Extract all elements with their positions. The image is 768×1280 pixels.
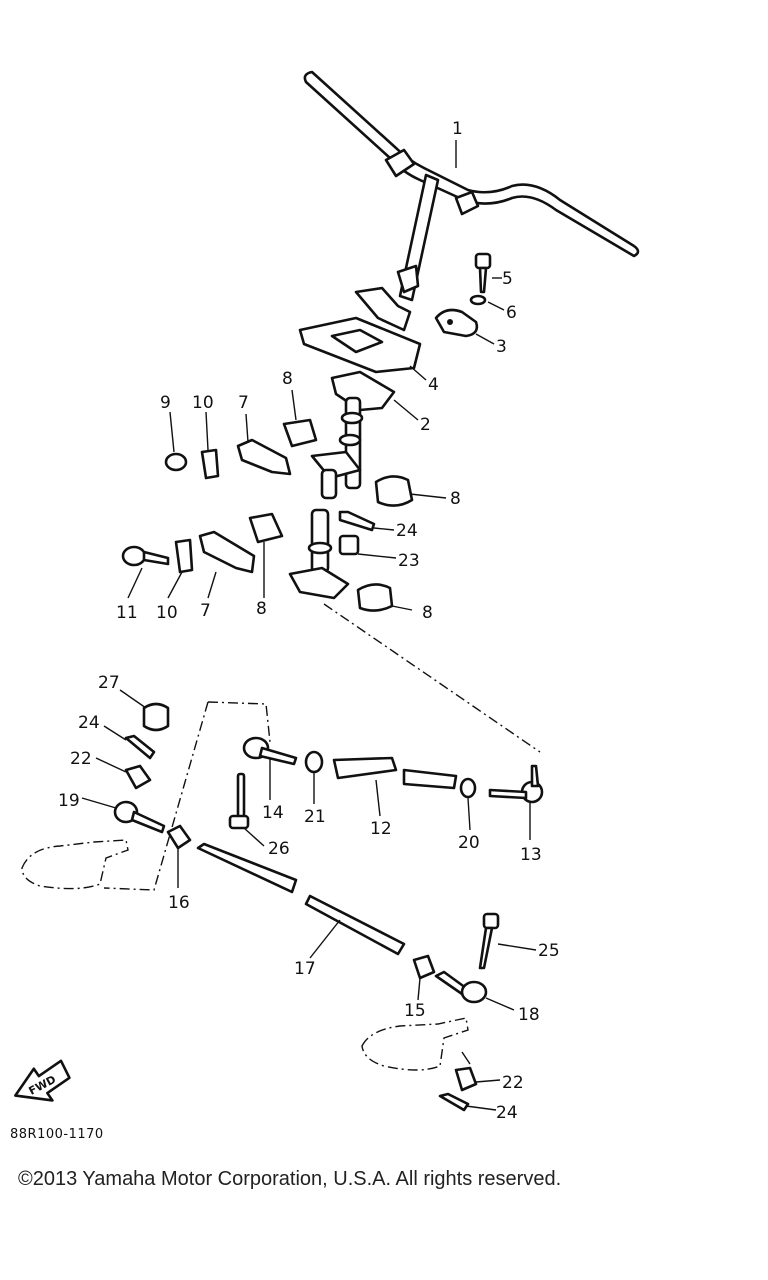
callout-9: 9 xyxy=(160,393,171,413)
rod-end-14-part xyxy=(242,736,298,766)
callout-1: 1 xyxy=(452,119,463,139)
steering-column-part xyxy=(310,370,396,500)
cap-27-part xyxy=(142,702,170,732)
callout-19: 19 xyxy=(58,791,80,811)
callout-16: 16 xyxy=(168,893,190,913)
callout-14: 14 xyxy=(262,803,284,823)
callout-8-b: 8 xyxy=(450,489,461,509)
callout-8-c: 8 xyxy=(256,599,267,619)
handle-clamp-part xyxy=(434,308,479,338)
callout-27: 27 xyxy=(98,673,120,693)
bolt-25-part xyxy=(478,912,500,970)
callout-23: 23 xyxy=(398,551,420,571)
diagram-code: 88R100-1170 xyxy=(10,1127,104,1142)
nut-21-part xyxy=(304,750,324,774)
fwd-arrow-icon: FWD xyxy=(14,1059,71,1102)
callout-25: 25 xyxy=(538,941,560,961)
nut-22-left-part xyxy=(124,764,152,790)
linkage-line-left xyxy=(207,701,271,743)
lower-column-part xyxy=(288,508,350,600)
callout-8-a: 8 xyxy=(282,369,293,389)
plate-10-lower-part xyxy=(174,538,194,574)
steering-exploded-diagram: 1 5 6 3 4 2 8 9 10 7 8 24 23 11 10 7 8 8… xyxy=(14,70,640,1123)
handle-holder-part xyxy=(298,316,422,374)
bolt-24-right-part xyxy=(438,1092,470,1112)
rod-end-18-part xyxy=(434,970,488,1004)
callout-22-b: 22 xyxy=(502,1073,524,1093)
nut-9-part xyxy=(164,452,188,472)
collar-8-lower-left-part xyxy=(248,512,284,544)
ski-spindle-right xyxy=(361,1017,469,1071)
tube-12-part xyxy=(332,756,458,790)
rod-end-19-part xyxy=(113,800,166,834)
bolt-5-part xyxy=(474,252,492,294)
callout-17: 17 xyxy=(294,959,316,979)
ski-spindle-left xyxy=(21,839,129,890)
bracket-7-upper-part xyxy=(236,438,292,476)
callout-24-b: 24 xyxy=(78,713,100,733)
bolt-11-part xyxy=(121,545,170,567)
handlebar-part xyxy=(303,70,640,332)
rod-end-13-part xyxy=(488,764,544,804)
linkage-line-left2 xyxy=(103,701,209,891)
leader-lines xyxy=(81,140,537,1111)
linkage-line-right xyxy=(323,603,541,753)
callout-11: 11 xyxy=(116,603,138,623)
callout-6: 6 xyxy=(506,303,517,323)
nut-20-part xyxy=(459,777,477,799)
callout-21: 21 xyxy=(304,807,326,827)
callout-7-a: 7 xyxy=(238,393,249,413)
callout-10-a: 10 xyxy=(192,393,214,413)
bracket-7-lower-part xyxy=(198,530,256,574)
callout-labels: 1 5 6 3 4 2 8 9 10 7 8 24 23 11 10 7 8 8… xyxy=(58,119,560,1123)
nut-15-part xyxy=(412,954,436,980)
plate-10-upper-part xyxy=(200,448,220,480)
callout-5: 5 xyxy=(502,269,513,289)
nut-16-part xyxy=(166,824,192,850)
callout-22-a: 22 xyxy=(70,749,92,769)
callout-13: 13 xyxy=(520,845,542,865)
callout-2: 2 xyxy=(420,415,431,435)
copyright-text: ©2013 Yamaha Motor Corporation, U.S.A. A… xyxy=(18,1168,562,1190)
washer-6-part xyxy=(469,294,487,306)
callout-18: 18 xyxy=(518,1005,540,1025)
nut-23-part xyxy=(338,534,360,556)
collar-8-upper-part xyxy=(282,418,318,448)
callout-24-a: 24 xyxy=(396,521,418,541)
callout-8-d: 8 xyxy=(422,603,433,623)
bolt-24-upper-part xyxy=(338,510,376,532)
callout-4: 4 xyxy=(428,375,439,395)
callout-7-b: 7 xyxy=(200,601,211,621)
tie-rod-17-part xyxy=(196,842,406,956)
callout-20: 20 xyxy=(458,833,480,853)
callout-15: 15 xyxy=(404,1001,426,1021)
collar-8-lower-right-part xyxy=(356,583,394,612)
collar-8-right-upper-part xyxy=(374,475,414,507)
callout-10-b: 10 xyxy=(156,603,178,623)
nut-22-right-part xyxy=(454,1066,478,1092)
bolt-24-left-part xyxy=(124,734,156,760)
callout-26: 26 xyxy=(268,839,290,859)
callout-12: 12 xyxy=(370,819,392,839)
bolt-26-part xyxy=(228,772,250,830)
callout-3: 3 xyxy=(496,337,507,357)
callout-24-c: 24 xyxy=(496,1103,518,1123)
